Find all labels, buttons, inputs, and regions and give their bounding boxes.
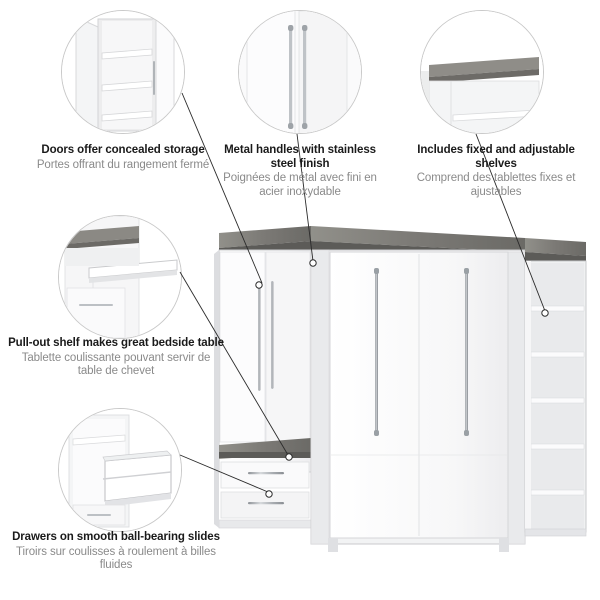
callout-subtitle-fixed-adjustable-shelves: Comprend des tablettes fixes et ajustabl… bbox=[416, 172, 576, 198]
callout-circle-ball-bearing-drawers bbox=[58, 408, 182, 532]
doors-concealed-storage-art bbox=[62, 11, 184, 133]
callout-label-pull-out-shelf: Pull-out shelf makes great bedside table… bbox=[8, 337, 224, 379]
callout-label-doors-concealed-storage: Doors offer concealed storage Portes off… bbox=[10, 144, 236, 172]
left-cabinet-tower bbox=[214, 226, 312, 529]
ball-bearing-drawers-art bbox=[59, 409, 181, 531]
callout-subtitle-metal-handles: Poignées de métal avec fini en acier ino… bbox=[223, 172, 377, 198]
callout-title-doors-concealed-storage: Doors offer concealed storage bbox=[41, 144, 205, 156]
callout-title-fixed-adjustable-shelves: Includes fixed and adjustable shelves bbox=[417, 144, 575, 170]
callout-title-ball-bearing-drawers: Drawers on smooth ball-bearing slides bbox=[12, 531, 220, 543]
metal-handles-art bbox=[239, 11, 361, 133]
callout-label-metal-handles: Metal handles with stainless steel finis… bbox=[210, 144, 390, 199]
callout-label-ball-bearing-drawers: Drawers on smooth ball-bearing slides Ti… bbox=[8, 531, 224, 573]
callout-circle-doors-concealed-storage bbox=[61, 10, 185, 134]
callout-circle-pull-out-shelf bbox=[58, 215, 182, 339]
callout-circle-metal-handles bbox=[238, 10, 362, 134]
callout-subtitle-doors-concealed-storage: Portes offrant du rangement fermé bbox=[36, 158, 210, 171]
callout-title-metal-handles: Metal handles with stainless steel finis… bbox=[224, 144, 376, 170]
murphy-bed-center bbox=[310, 226, 526, 552]
callout-title-pull-out-shelf: Pull-out shelf makes great bedside table bbox=[8, 337, 224, 349]
callout-label-fixed-adjustable-shelves: Includes fixed and adjustable shelves Co… bbox=[398, 144, 594, 199]
fixed-adjustable-shelves-art bbox=[421, 11, 543, 133]
callout-subtitle-pull-out-shelf: Tablette coulissante pouvant servir de t… bbox=[21, 351, 211, 378]
callout-subtitle-ball-bearing-drawers: Tiroirs sur coulisses à roulement à bill… bbox=[16, 545, 216, 572]
callout-circle-fixed-adjustable-shelves bbox=[420, 10, 544, 134]
pull-out-shelf-art bbox=[59, 216, 181, 338]
right-shelf-tower bbox=[524, 238, 587, 537]
